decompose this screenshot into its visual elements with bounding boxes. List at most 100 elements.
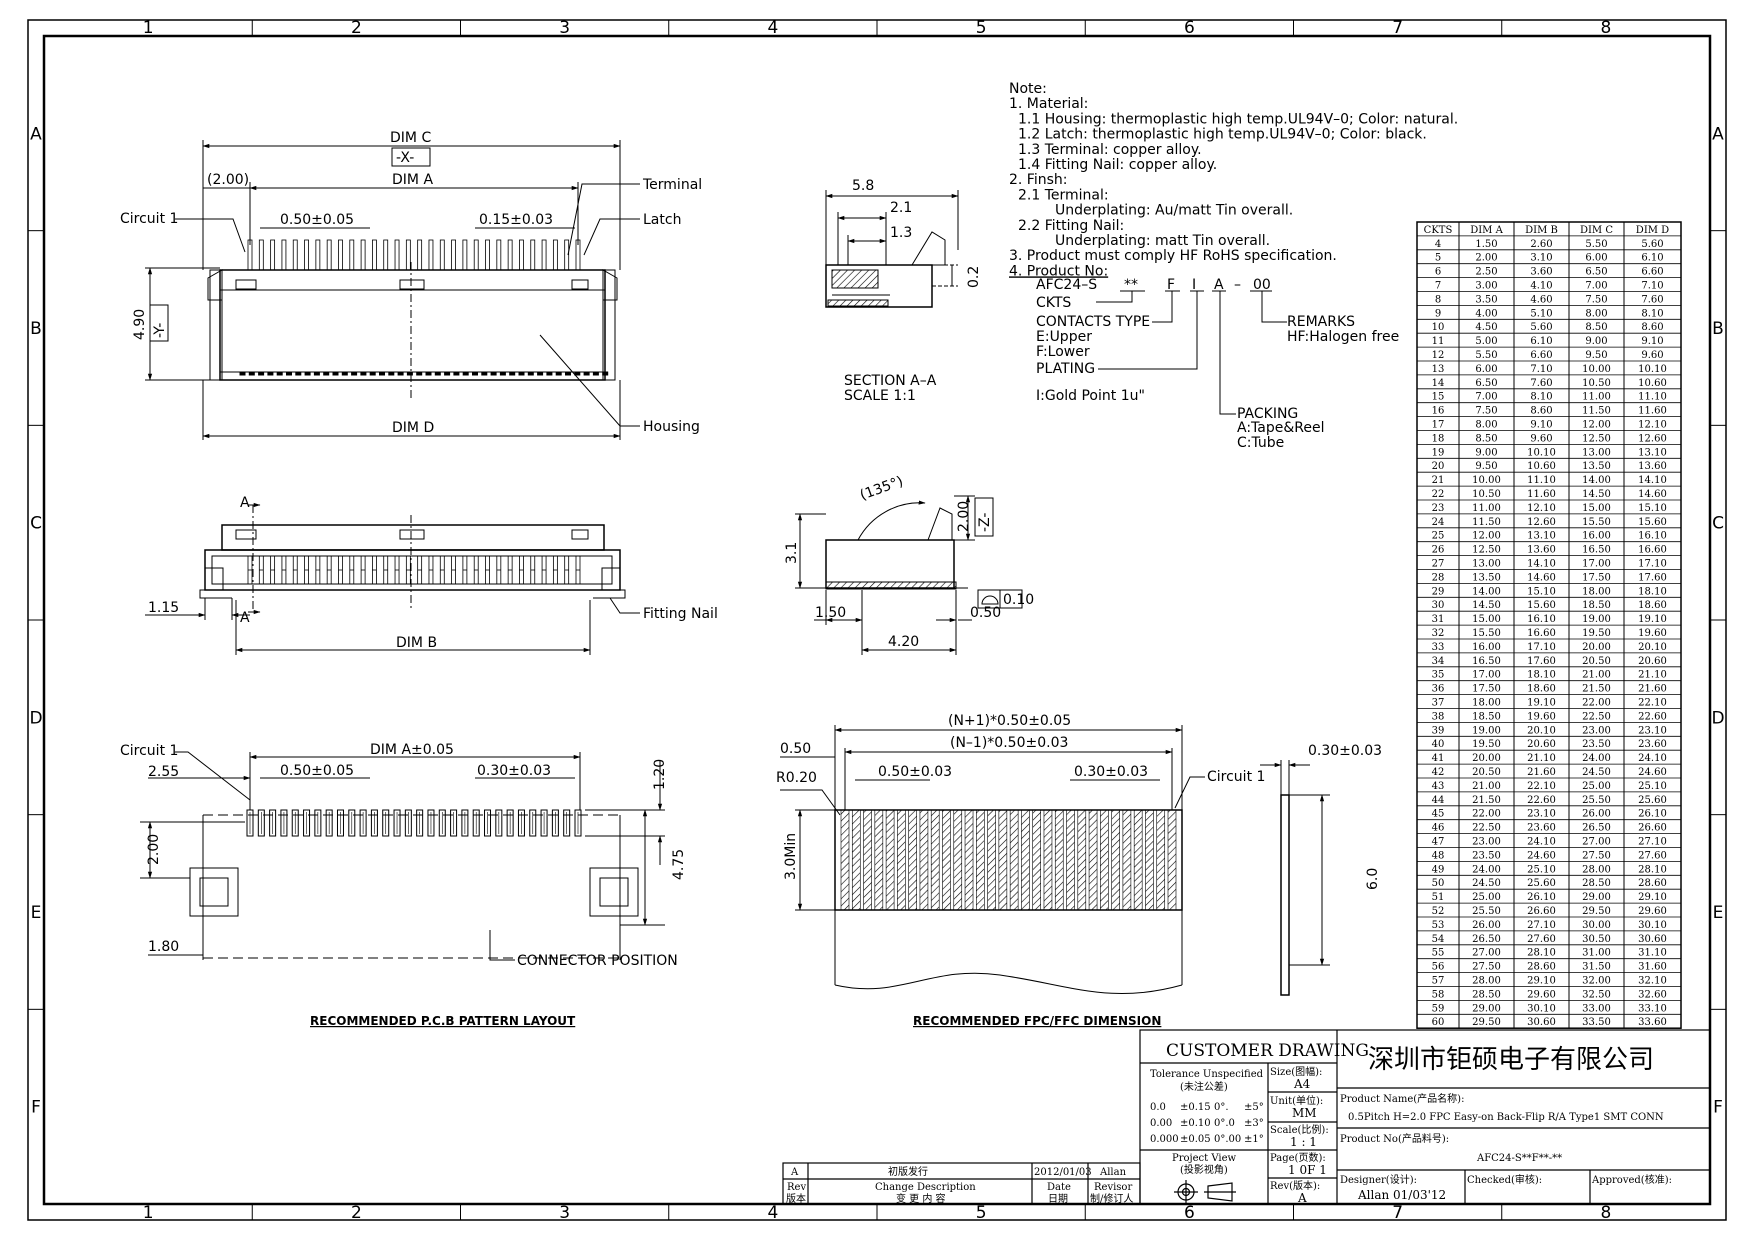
table-cell: 17.50 — [1582, 572, 1611, 583]
table-cell: 11.10 — [1638, 392, 1667, 403]
table-cell: 32.50 — [1582, 989, 1611, 1000]
zone-col-bottom-5: 5 — [976, 1203, 987, 1223]
tolerance-cell: 0°.00 — [1214, 1134, 1241, 1145]
table-cell: 37 — [1432, 698, 1445, 709]
table-cell: 28.00 — [1472, 976, 1501, 987]
fpc-labels: (N+1)*0.50±0.05 (N–1)*0.50±0.03 0.50 R0.… — [776, 713, 1382, 1028]
table-cell: 13.10 — [1638, 447, 1667, 458]
top-pin — [439, 239, 445, 271]
tolerance-cn: (未注公差) — [1180, 1080, 1228, 1093]
fpc-n-plus-1: (N+1)*0.50±0.05 — [948, 713, 1071, 729]
table-cell: 53 — [1432, 920, 1445, 931]
housing-tick — [499, 371, 506, 376]
table-cell: 6.50 — [1585, 267, 1607, 278]
pcb-pad — [393, 809, 401, 837]
part-number-key: AFC24–S ** F I A – 00 CKTS CONTACTS TYPE… — [1036, 277, 1399, 451]
pcb-1-20: 1.20 — [652, 759, 668, 790]
table-cell: 26.10 — [1638, 809, 1667, 820]
label-dim-d: DIM D — [392, 420, 434, 436]
table-cell: 9.10 — [1530, 420, 1552, 431]
top-pin — [281, 239, 287, 271]
table-cell: 28.10 — [1527, 948, 1556, 959]
table-cell: 26.50 — [1582, 823, 1611, 834]
table-cell: 33.50 — [1582, 1017, 1611, 1028]
part-code-remarks: 00 — [1253, 277, 1271, 293]
table-cell: 15.10 — [1638, 503, 1667, 514]
table-cell: 30.10 — [1527, 1003, 1556, 1014]
fpc-caption: RECOMMENDED FPC/FFC DIMENSION — [913, 1014, 1161, 1028]
table-cell: 17.00 — [1472, 670, 1501, 681]
note-line: 2.1 Terminal: — [1018, 187, 1109, 203]
housing-tick — [434, 371, 441, 376]
zone-col-bottom-8: 8 — [1600, 1203, 1611, 1223]
zone-col-bottom-4: 4 — [767, 1203, 778, 1223]
table-cell: 55 — [1432, 948, 1445, 959]
tolerance-cell: 0°. — [1214, 1102, 1229, 1113]
table-cell: 11.60 — [1638, 406, 1667, 417]
table-cell: 16.10 — [1527, 614, 1556, 625]
pcb-pad — [314, 809, 322, 837]
housing-tick — [481, 371, 488, 376]
zone-row-left-F: F — [31, 1098, 41, 1118]
label-4-20: 4.20 — [888, 634, 919, 650]
table-cell: 20.60 — [1638, 656, 1667, 667]
table-cell: 28.10 — [1638, 864, 1667, 875]
table-cell: 3.00 — [1475, 281, 1497, 292]
table-cell: 31 — [1432, 614, 1445, 625]
table-cell: 21.10 — [1638, 670, 1667, 681]
housing-tick — [397, 371, 404, 376]
table-cell: 30.10 — [1638, 920, 1667, 931]
label-upper: E:Upper — [1036, 329, 1092, 345]
table-cell: 14.00 — [1582, 475, 1611, 486]
zone-row-right-C: C — [1712, 514, 1724, 534]
housing-tick — [295, 371, 302, 376]
pcb-2-00: 2.00 — [146, 834, 162, 865]
zone-col-top-4: 4 — [767, 18, 778, 38]
part-code-packing: A — [1214, 277, 1224, 293]
table-cell: 57 — [1432, 976, 1445, 987]
table-cell: 27.50 — [1582, 850, 1611, 861]
pcb-circuit1: Circuit 1 — [120, 743, 178, 759]
table-cell: 18.00 — [1582, 586, 1611, 597]
table-cell: 50 — [1432, 878, 1445, 889]
table-cell: 9.00 — [1585, 336, 1607, 347]
rev-hdr-date-cn: 日期 — [1048, 1193, 1068, 1205]
table-cell: 1.50 — [1475, 239, 1497, 250]
table-cell: 25.50 — [1472, 906, 1501, 917]
fpc-contact — [908, 809, 917, 911]
table-cell: 29.10 — [1527, 976, 1556, 987]
table-cell: 29.00 — [1472, 1003, 1501, 1014]
housing-tick — [565, 371, 571, 376]
label-3-1: 3.1 — [784, 542, 800, 564]
scale-value: 1 : 1 — [1290, 1135, 1317, 1149]
label-fitting-nail: Fitting Nail — [643, 606, 718, 622]
top-view-labels: DIM C -X- DIM A (2.00) Circuit 1 0.50±0.… — [120, 130, 702, 436]
table-cell: 19.00 — [1472, 725, 1501, 736]
zone-row-left-B: B — [30, 319, 42, 339]
zone-col-top-1: 1 — [143, 18, 154, 38]
table-cell: 31.50 — [1582, 962, 1611, 973]
table-cell: 16.60 — [1527, 628, 1556, 639]
top-pin — [372, 239, 377, 271]
zone-col-bottom-3: 3 — [559, 1203, 570, 1223]
table-cell: 27.50 — [1472, 962, 1501, 973]
table-cell: 22.50 — [1472, 823, 1501, 834]
table-cell: 24 — [1432, 517, 1445, 528]
rev-hdr-revisor: Revisor — [1094, 1182, 1132, 1193]
table-cell: 43 — [1432, 781, 1445, 792]
zone-row-left-D: D — [29, 708, 42, 728]
housing-tick — [537, 371, 544, 376]
table-cell: 13.50 — [1472, 572, 1501, 583]
rev-hdr-desc-cn: 变 更 内 容 — [896, 1192, 946, 1205]
pcb-4-75: 4.75 — [671, 849, 687, 880]
pcb-pad — [404, 809, 412, 837]
housing-tick — [453, 371, 460, 376]
zone-col-bottom-1: 1 — [143, 1203, 154, 1223]
housing-tick — [351, 371, 358, 376]
table-cell: 29.00 — [1582, 892, 1611, 903]
notes: Note:1. Material:1.1 Housing: thermoplas… — [1009, 81, 1458, 279]
table-cell: 13.60 — [1638, 461, 1667, 472]
table-cell: 58 — [1432, 989, 1445, 1000]
rev-hdr-date: Date — [1047, 1182, 1071, 1193]
